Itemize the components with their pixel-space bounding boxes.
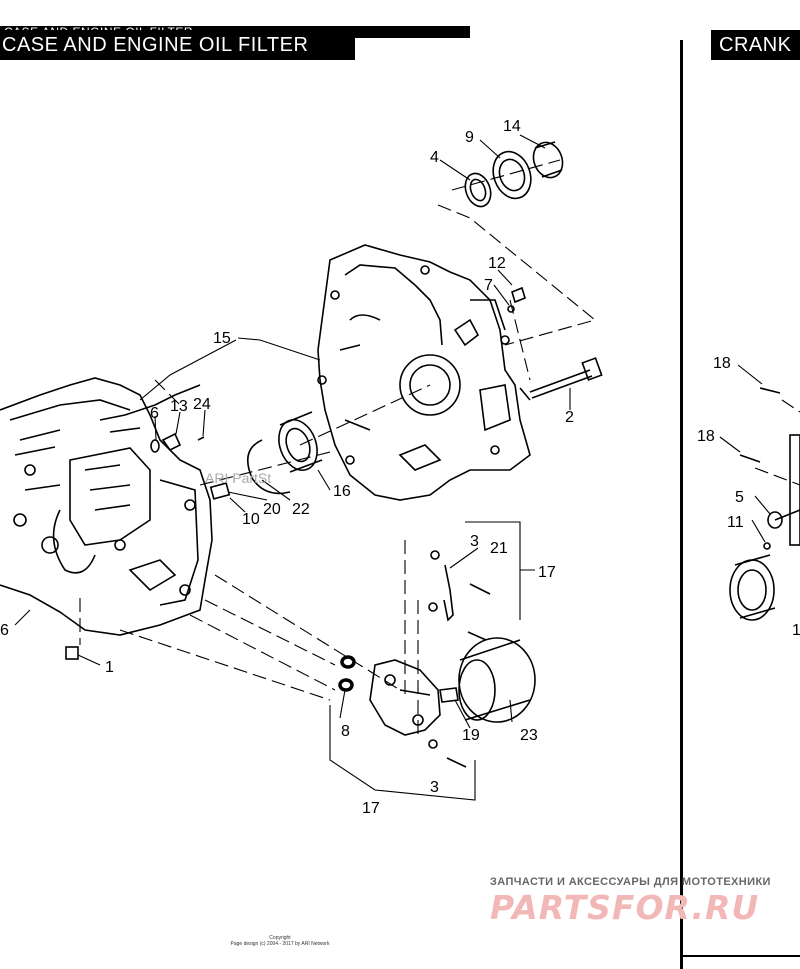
callout-24: 24: [193, 396, 211, 413]
callout-2: 2: [565, 409, 574, 426]
copyright-line-2: Page design (c) 2004 - 2017 by ARI Netwo…: [230, 941, 330, 947]
callout-22: 22: [292, 501, 310, 518]
watermark-logo: PARTSFOR.RU: [490, 888, 760, 927]
plug-12: [511, 286, 526, 304]
copyright-line-1: Copyright: [269, 935, 291, 941]
callout-17-upper: 17: [538, 564, 556, 581]
callout-6-lower: 6: [0, 622, 9, 639]
callout-18-lower: 18: [697, 428, 715, 445]
retaining-ring-22: [246, 439, 291, 495]
bearing-9: [492, 150, 532, 200]
callout-6-upper: 6: [150, 405, 159, 422]
callout-12: 12: [488, 255, 506, 272]
callout-14: 14: [503, 118, 521, 135]
callout-10: 10: [242, 511, 260, 528]
seal-4: [464, 172, 492, 208]
page-divider: [680, 40, 683, 969]
callout-18-upper: 18: [713, 355, 731, 372]
callout-1: 1: [105, 659, 114, 676]
adjacent-page-title: CRANK: [711, 30, 800, 60]
callout-11: 11: [727, 514, 744, 531]
copyright-notice: Copyright Page design (c) 2004 - 2017 by…: [200, 935, 360, 947]
callout-20: 20: [263, 501, 281, 518]
drain-plug-1: [65, 646, 79, 660]
callout-21: 21: [490, 540, 508, 557]
callout-8: 8: [341, 723, 350, 740]
callout-17-lower: 17: [362, 800, 380, 817]
callout-15: 15: [213, 330, 231, 347]
callout-19: 19: [462, 727, 480, 744]
bearing-16: [278, 411, 323, 473]
callout-1-right: 1: [792, 622, 800, 639]
callout-5: 5: [735, 489, 744, 506]
callout-9: 9: [465, 129, 474, 146]
right-page-edge-line: [683, 955, 800, 957]
left-crankcase: [0, 377, 213, 636]
stud-2: [529, 369, 593, 399]
callout-3-lower: 3: [430, 779, 439, 796]
callout-7: 7: [484, 277, 493, 294]
watermark-ari-partstream: ARI PartSt: [205, 470, 272, 486]
callout-3-upper: 3: [470, 533, 479, 550]
callout-13: 13: [170, 398, 188, 415]
bushing-14: [532, 141, 564, 179]
oil-filter-23: [458, 637, 536, 723]
right-crankcase: [317, 244, 531, 501]
watermark-caption: ЗАПЧАСТИ И АКСЕССУАРЫ ДЛЯ МОТОТЕХНИКИ: [490, 876, 771, 888]
assembly-lines: [79, 159, 800, 735]
callout-4: 4: [430, 149, 439, 166]
callout-23: 23: [520, 727, 538, 744]
page-title: CASE AND ENGINE OIL FILTER: [0, 30, 355, 60]
callout-16: 16: [333, 483, 351, 500]
fitting-19: [439, 687, 459, 703]
dowel-10: [209, 482, 231, 500]
bracket-21: [443, 564, 454, 622]
leader-lines: [14, 134, 771, 801]
